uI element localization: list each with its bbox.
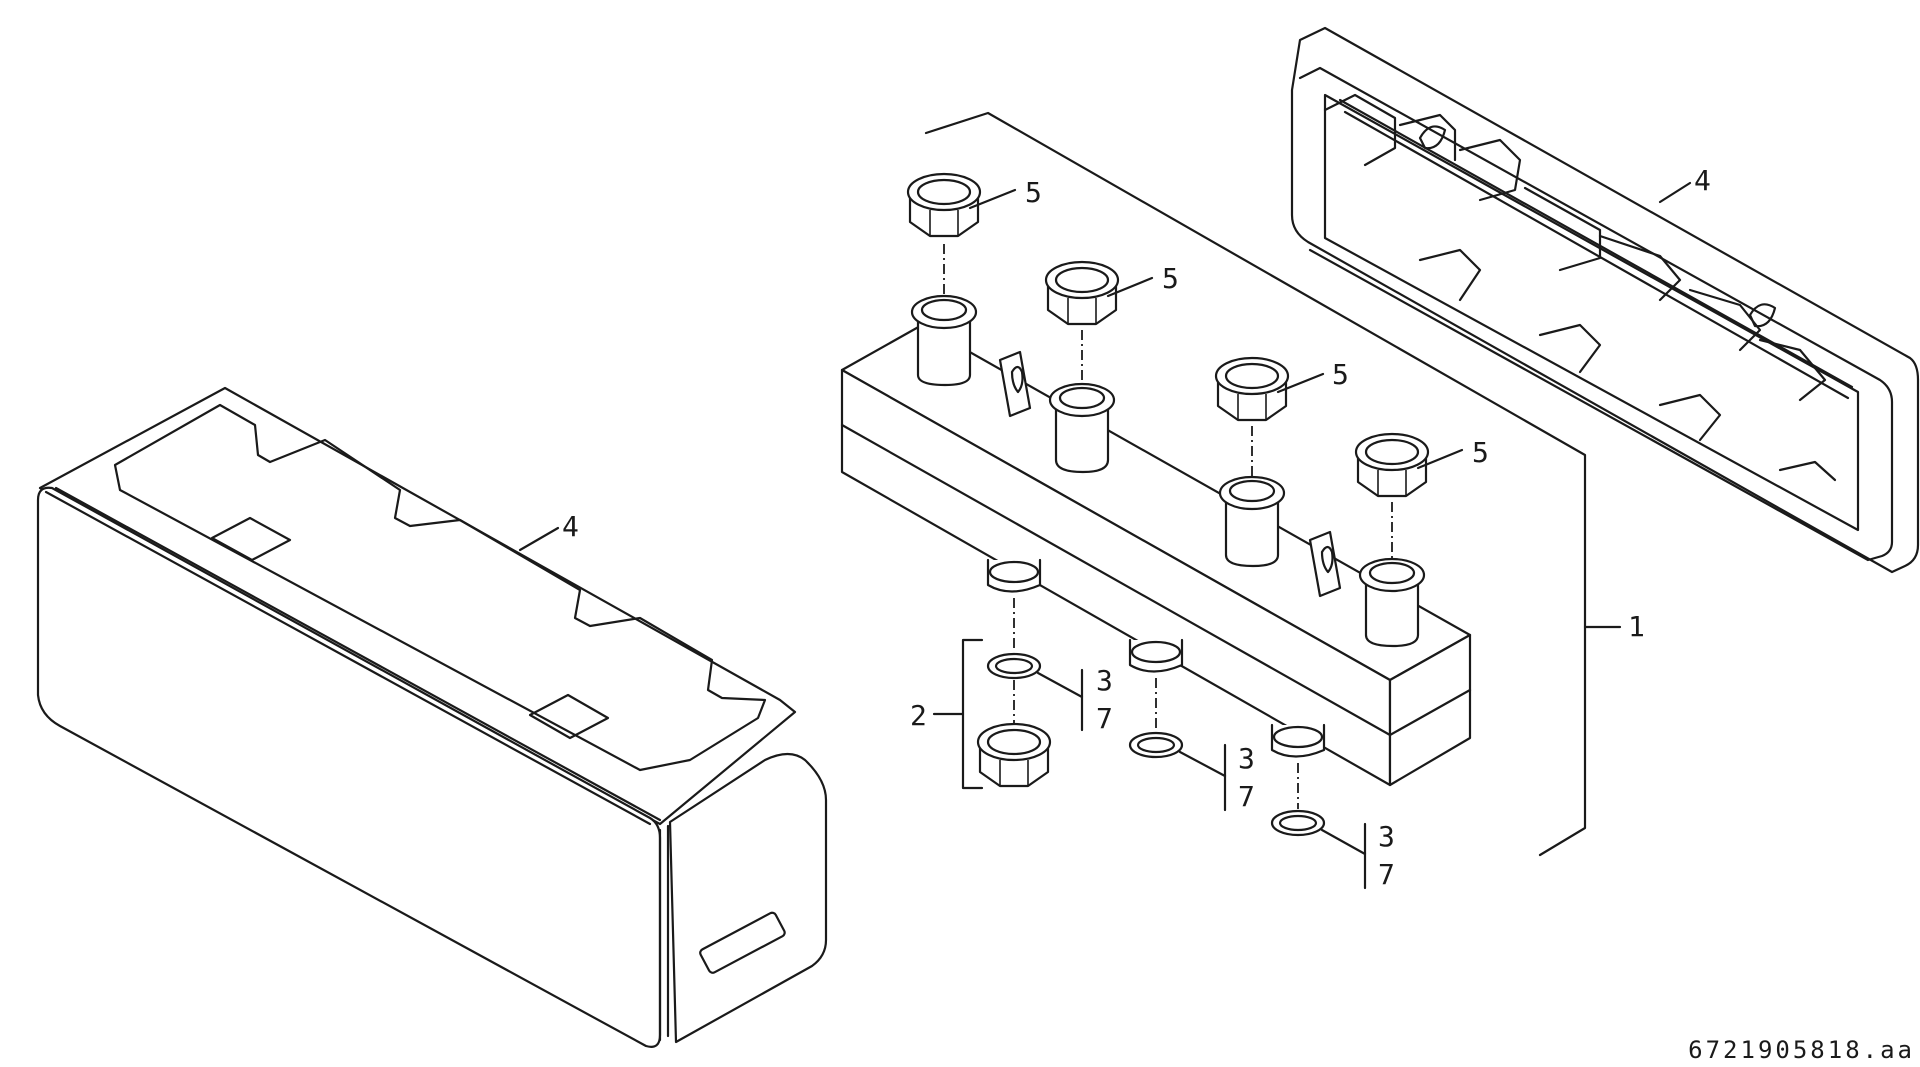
- seal-ring-1: [986, 652, 1042, 680]
- callout-7-c: 7: [1378, 858, 1395, 891]
- callout-4-right: 4: [1694, 164, 1711, 197]
- union-nut-2: [1044, 260, 1120, 326]
- rear-insulation-shell: [1290, 26, 1920, 574]
- leader-lines: [518, 111, 1692, 890]
- union-nut-3: [1214, 356, 1290, 422]
- seal-ring-3: [1270, 809, 1326, 837]
- union-nut-4: [1354, 432, 1430, 498]
- manifold-assembly: [840, 294, 1472, 787]
- top-fitting-1: [910, 294, 978, 387]
- bottom-stub-3: [1270, 723, 1326, 758]
- callout-labels: 1 2 4 4 5 5 5 5 3 7 3 7 3 7: [562, 164, 1711, 891]
- front-insulation-shell: [36, 386, 828, 1048]
- callout-1: 1: [1628, 610, 1645, 643]
- callout-3-b: 3: [1238, 742, 1255, 775]
- callout-2: 2: [910, 699, 927, 732]
- top-fitting-2: [1048, 382, 1116, 474]
- seal-ring-2: [1128, 731, 1184, 759]
- keyhole-bracket-1: [998, 350, 1032, 418]
- top-fitting-4: [1358, 557, 1426, 648]
- callout-5-b: 5: [1162, 262, 1179, 295]
- callout-7-a: 7: [1096, 702, 1113, 735]
- callout-5-d: 5: [1472, 436, 1489, 469]
- callout-3-c: 3: [1378, 820, 1395, 853]
- bottom-stub-2: [1128, 638, 1184, 673]
- drawing-reference-code: 6721905818.aa: [1688, 1036, 1915, 1064]
- bottom-stub-1: [986, 558, 1042, 593]
- center-lines: [943, 244, 1393, 809]
- callout-5-c: 5: [1332, 358, 1349, 391]
- top-fitting-3: [1218, 475, 1286, 568]
- callout-5-a: 5: [1025, 176, 1042, 209]
- union-nut-1: [906, 172, 982, 238]
- union-nut-bottom: [976, 722, 1052, 788]
- keyhole-bracket-2: [1308, 530, 1342, 598]
- callout-7-b: 7: [1238, 780, 1255, 813]
- callout-3-a: 3: [1096, 664, 1113, 697]
- callout-4-left: 4: [562, 510, 579, 543]
